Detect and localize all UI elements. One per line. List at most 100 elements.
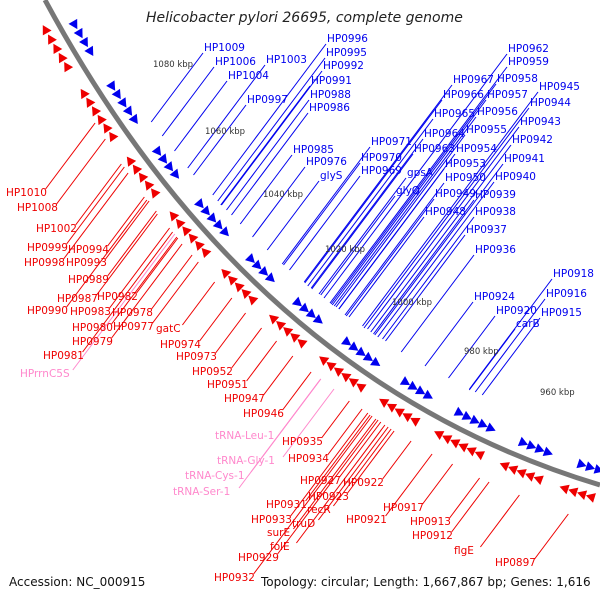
gene-label-HP0940[interactable]: HP0940 xyxy=(495,171,536,183)
gene-label-HP0918[interactable]: HP0918 xyxy=(553,268,594,280)
gene-label-truD[interactable]: truD xyxy=(292,518,316,530)
gene-label-HP0955[interactable]: HP0955 xyxy=(466,124,507,136)
gene-label-HP0996[interactable]: HP0996 xyxy=(327,33,368,45)
gene-label-HP0929[interactable]: HP0929 xyxy=(238,552,279,564)
gene-label-glyS[interactable]: glyS xyxy=(320,170,343,182)
gene-label-HP0990[interactable]: HP0990 xyxy=(27,305,68,317)
gene-label-HP0980[interactable]: HP0980 xyxy=(72,322,113,334)
gene-label-HP0950[interactable]: HP0950 xyxy=(445,172,486,184)
gene-label-HP0963[interactable]: HP0963 xyxy=(414,143,455,155)
gene-label-HP1002[interactable]: HP1002 xyxy=(36,223,77,235)
gene-label-HP0917[interactable]: HP0917 xyxy=(383,502,424,514)
gene-label-HP0942[interactable]: HP0942 xyxy=(512,134,553,146)
gene-label-HP0997[interactable]: HP0997 xyxy=(247,94,288,106)
gene-label-folE[interactable]: folE xyxy=(270,541,290,553)
gene-label-HP0986[interactable]: HP0986 xyxy=(309,102,350,114)
gene-label-HP0932[interactable]: HP0932 xyxy=(214,572,255,584)
gene-label-HP1010[interactable]: HP1010 xyxy=(6,187,47,199)
gene-label-HP1009[interactable]: HP1009 xyxy=(204,42,245,54)
gene-label-HP0935[interactable]: HP0935 xyxy=(282,436,323,448)
gene-label-gpsA[interactable]: gpsA xyxy=(407,167,433,179)
gene-label-HP0913[interactable]: HP0913 xyxy=(410,516,451,528)
gene-label-HP0921[interactable]: HP0921 xyxy=(346,514,387,526)
gene-label-HP0933[interactable]: HP0933 xyxy=(251,514,292,526)
gene-label-HP0959[interactable]: HP0959 xyxy=(508,56,549,68)
gene-label-HP0989[interactable]: HP0989 xyxy=(68,274,109,286)
leader-line xyxy=(290,412,369,517)
gene-label-HP0931[interactable]: HP0931 xyxy=(266,499,307,511)
gene-label-HP0943[interactable]: HP0943 xyxy=(520,116,561,128)
gene-label-flgE[interactable]: flgE xyxy=(454,545,474,557)
gene-label-tRNA-Ser-1[interactable]: tRNA-Ser-1 xyxy=(173,486,231,498)
gene-label-HP0954[interactable]: HP0954 xyxy=(456,143,497,155)
gene-label-HP0973[interactable]: HP0973 xyxy=(176,351,217,363)
gene-label-HP0944[interactable]: HP0944 xyxy=(530,97,571,109)
gene-label-HP0965[interactable]: HP0965 xyxy=(434,108,475,120)
gene-label-HP0992[interactable]: HP0992 xyxy=(323,60,364,72)
gene-label-HP0971[interactable]: HP0971 xyxy=(371,136,412,148)
gene-label-HP0934[interactable]: HP0934 xyxy=(288,453,329,465)
gene-label-HP0991[interactable]: HP0991 xyxy=(311,75,352,87)
gene-label-HP0970[interactable]: HP0970 xyxy=(361,152,402,164)
gene-label-HP0985[interactable]: HP0985 xyxy=(293,144,334,156)
gene-label-HP0945[interactable]: HP0945 xyxy=(539,81,580,93)
gene-label-tRNA-Gly-1[interactable]: tRNA-Gly-1 xyxy=(217,455,275,467)
gene-label-HP1003[interactable]: HP1003 xyxy=(266,54,307,66)
gene-label-tRNA-Cys-1[interactable]: tRNA-Cys-1 xyxy=(185,470,245,482)
gene-label-HP0920[interactable]: HP0920 xyxy=(496,305,537,317)
gene-label-HP0923[interactable]: HP0923 xyxy=(308,491,349,503)
gene-label-recR[interactable]: recR xyxy=(307,504,331,516)
gene-label-HP0966[interactable]: HP0966 xyxy=(443,89,484,101)
gene-label-HP0927[interactable]: HP0927 xyxy=(300,475,341,487)
gene-label-HP0995[interactable]: HP0995 xyxy=(326,47,367,59)
gene-label-HP0999[interactable]: HP0999 xyxy=(27,242,68,254)
gene-label-HP0951[interactable]: HP0951 xyxy=(207,379,248,391)
gene-label-HP0941[interactable]: HP0941 xyxy=(504,153,545,165)
gene-label-HPrrnC5S[interactable]: HPrrnC5S xyxy=(20,368,70,380)
gene-label-HP0916[interactable]: HP0916 xyxy=(546,288,587,300)
gene-label-HP0947[interactable]: HP0947 xyxy=(224,393,265,405)
gene-label-HP0936[interactable]: HP0936 xyxy=(475,244,516,256)
gene-label-HP0988[interactable]: HP0988 xyxy=(310,89,351,101)
gene-label-HP0994[interactable]: HP0994 xyxy=(68,244,109,256)
gene-label-HP0978[interactable]: HP0978 xyxy=(112,307,153,319)
gene-label-HP0998[interactable]: HP0998 xyxy=(24,257,65,269)
gene-label-HP0981[interactable]: HP0981 xyxy=(43,350,84,362)
gene-label-HP0974[interactable]: HP0974 xyxy=(160,339,201,351)
gene-label-HP0957[interactable]: HP0957 xyxy=(487,89,528,101)
gene-label-HP0915[interactable]: HP0915 xyxy=(541,307,582,319)
gene-label-glyQ[interactable]: glyQ xyxy=(396,185,421,197)
gene-label-HP0977[interactable]: HP0977 xyxy=(113,321,154,333)
gene-label-HP1004[interactable]: HP1004 xyxy=(228,70,269,82)
gene-label-HP0967[interactable]: HP0967 xyxy=(453,74,494,86)
gene-label-HP0958[interactable]: HP0958 xyxy=(497,73,538,85)
gene-label-HP0952[interactable]: HP0952 xyxy=(192,366,233,378)
gene-label-HP0987[interactable]: HP0987 xyxy=(57,293,98,305)
gene-label-HP0897[interactable]: HP0897 xyxy=(495,557,536,569)
gene-label-HP0964[interactable]: HP0964 xyxy=(424,128,465,140)
gene-label-HP1008[interactable]: HP1008 xyxy=(17,202,58,214)
gene-label-carB[interactable]: carB xyxy=(516,318,540,330)
gene-label-HP0948[interactable]: HP0948 xyxy=(425,206,466,218)
gene-label-HP0983[interactable]: HP0983 xyxy=(70,306,111,318)
gene-label-HP0976[interactable]: HP0976 xyxy=(306,156,347,168)
gene-label-HP0937[interactable]: HP0937 xyxy=(466,224,507,236)
gene-label-HP0939[interactable]: HP0939 xyxy=(475,189,516,201)
gene-label-HP0953[interactable]: HP0953 xyxy=(445,158,486,170)
gene-label-surE[interactable]: surE xyxy=(267,527,291,539)
gene-label-HP0946[interactable]: HP0946 xyxy=(243,408,284,420)
gene-label-HP0922[interactable]: HP0922 xyxy=(343,477,384,489)
gene-label-HP1006[interactable]: HP1006 xyxy=(215,56,256,68)
gene-label-HP0993[interactable]: HP0993 xyxy=(66,257,107,269)
gene-label-HP0979[interactable]: HP0979 xyxy=(72,336,113,348)
gene-label-HP0924[interactable]: HP0924 xyxy=(474,291,515,303)
gene-label-tRNA-Leu-1[interactable]: tRNA-Leu-1 xyxy=(215,430,275,442)
gene-label-HP0938[interactable]: HP0938 xyxy=(475,206,516,218)
gene-label-HP0956[interactable]: HP0956 xyxy=(477,106,518,118)
gene-label-HP0982[interactable]: HP0982 xyxy=(97,291,138,303)
gene-label-HP0912[interactable]: HP0912 xyxy=(412,530,453,542)
gene-label-HP0949[interactable]: HP0949 xyxy=(435,188,476,200)
gene-label-gatC[interactable]: gatC xyxy=(156,323,181,335)
gene-label-HP0962[interactable]: HP0962 xyxy=(508,43,549,55)
gene-label-HP0969[interactable]: HP0969 xyxy=(361,165,402,177)
